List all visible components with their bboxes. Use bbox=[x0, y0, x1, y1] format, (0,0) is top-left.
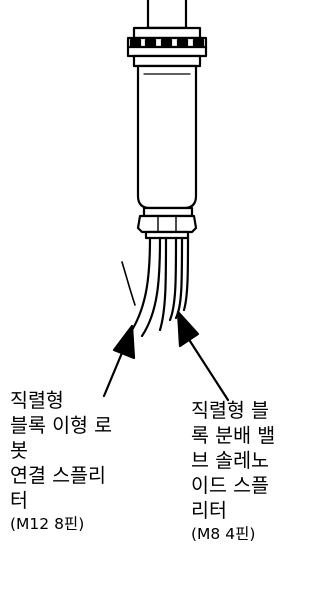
connector-cap bbox=[146, 0, 188, 30]
callout-label-robot-splitter: 직렬형 블록 이형 로 봇 연결 스플리 터 (M12 8핀) bbox=[10, 388, 112, 535]
callout-line: 브 솔레노 bbox=[191, 449, 269, 472]
callout-line: 록 분배 밸 bbox=[191, 424, 276, 447]
callout-line: 봇 bbox=[10, 439, 28, 462]
callout-connector-spec: (M12 8핀) bbox=[10, 515, 85, 533]
callout-line: 터 bbox=[10, 489, 28, 512]
callout-line: 리터 bbox=[191, 499, 227, 522]
callout-line: 직렬형 bbox=[10, 389, 64, 412]
splitter-body bbox=[132, 54, 202, 210]
callout-line: 직렬형 블 bbox=[191, 399, 269, 422]
callout-label-solenoid-splitter: 직렬형 블 록 분배 밸 브 솔레노 이드 스플 리터 (M8 4핀) bbox=[191, 398, 275, 545]
callout-line: 이드 스플 bbox=[191, 474, 269, 497]
callout-line: 연결 스플리 bbox=[10, 464, 106, 487]
callout-line: 블록 이형 로 bbox=[10, 414, 113, 437]
leader-arrow-left bbox=[102, 324, 136, 398]
callout-connector-spec: (M8 4핀) bbox=[191, 525, 256, 543]
cable-gland-nut bbox=[136, 206, 198, 240]
coupling-nut bbox=[126, 26, 208, 58]
cables bbox=[121, 236, 190, 338]
leader-arrow-right bbox=[176, 310, 230, 402]
